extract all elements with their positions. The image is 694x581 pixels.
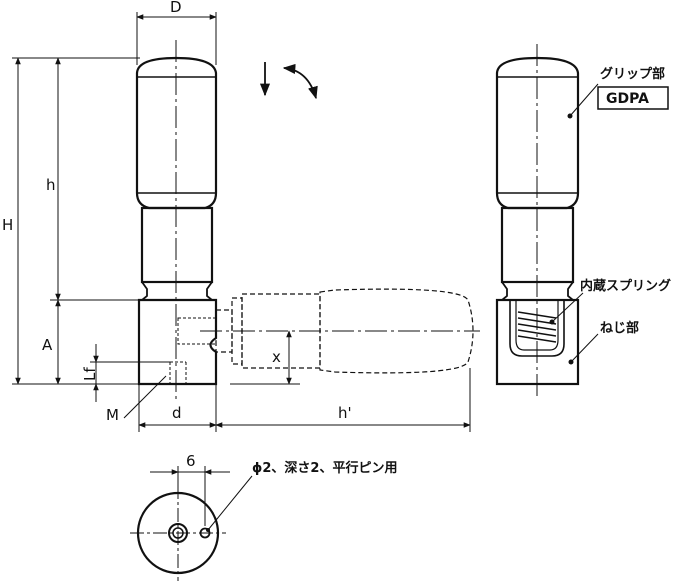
label-D: D: [170, 0, 182, 16]
bottom-view: [130, 466, 253, 581]
label-d: d: [172, 404, 182, 422]
main-view: [135, 40, 480, 400]
label-M: M: [106, 406, 119, 424]
label-thread: ねじ部: [600, 320, 639, 336]
rotate-arrow: [282, 63, 318, 100]
label-spring: 内蔵スプリング: [580, 278, 671, 294]
leader-pin-note: [207, 475, 253, 531]
detail-leaders: [551, 83, 599, 363]
label-H: H: [2, 216, 13, 234]
label-grip-code: GDPA: [606, 91, 649, 107]
base-block: [137, 298, 218, 386]
label-Lf: Lf: [81, 367, 99, 381]
label-hprime: h': [338, 404, 352, 422]
label-6: 6: [186, 452, 196, 470]
shaft: [140, 206, 214, 284]
leader-M: [123, 375, 167, 419]
label-grip: グリップ部: [600, 66, 665, 82]
detail-view: [495, 44, 580, 396]
neck: [139, 281, 215, 301]
dimensions-left: [12, 12, 471, 432]
label-pin-note: ϕ2、深さ2、平行ピン用: [252, 460, 397, 476]
rotation-arrows: [259, 62, 318, 100]
label-A: A: [42, 336, 53, 354]
label-x: x: [272, 348, 281, 366]
label-h: h: [46, 176, 56, 194]
grip-code-box: [597, 86, 669, 110]
